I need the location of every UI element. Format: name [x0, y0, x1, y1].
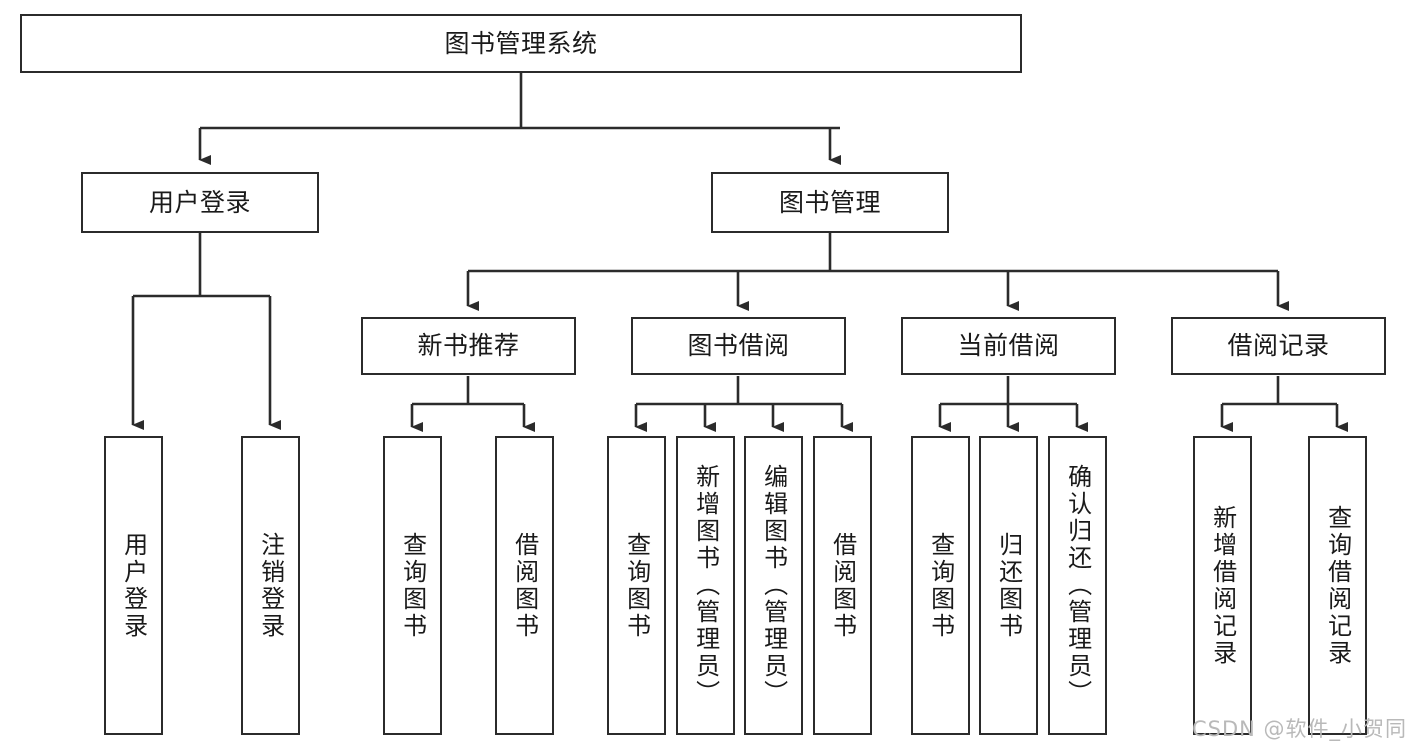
node-label: 查询图书: [622, 531, 651, 640]
node-label: 查询图书: [926, 531, 955, 640]
node-label: 注销登录: [256, 531, 285, 640]
node-label: 新增借阅记录: [1208, 504, 1237, 667]
node-label: 图书借阅: [687, 331, 790, 361]
node-label: 查询图书: [398, 531, 427, 640]
leaf-user-login-logout[interactable]: 注销登录: [241, 436, 300, 735]
node-new-book-recommend[interactable]: 新书推荐: [361, 317, 576, 375]
node-current-borrow[interactable]: 当前借阅: [901, 317, 1116, 375]
node-label: 借阅图书: [510, 531, 539, 640]
node-label: 新增图书（管理员）: [691, 464, 720, 707]
node-label: 借阅图书: [828, 531, 857, 640]
node-root-book-management-system[interactable]: 图书管理系统: [20, 14, 1022, 73]
leaf-current-borrow-return-books[interactable]: 归还图书: [979, 436, 1038, 735]
node-label: 借阅记录: [1227, 331, 1330, 361]
node-book-borrow[interactable]: 图书借阅: [631, 317, 846, 375]
leaf-new-book-query-books[interactable]: 查询图书: [383, 436, 442, 735]
leaf-current-borrow-confirm-return-admin[interactable]: 确认归还（管理员）: [1048, 436, 1107, 735]
leaf-book-borrow-borrow-books[interactable]: 借阅图书: [813, 436, 872, 735]
leaf-new-book-borrow-books[interactable]: 借阅图书: [495, 436, 554, 735]
node-user-login[interactable]: 用户登录: [81, 172, 319, 233]
node-label: 确认归还（管理员）: [1063, 464, 1092, 707]
leaf-book-borrow-query-books[interactable]: 查询图书: [607, 436, 666, 735]
node-label: 当前借阅: [957, 331, 1060, 361]
node-label: 新书推荐: [417, 331, 520, 361]
leaf-borrow-record-add-record[interactable]: 新增借阅记录: [1193, 436, 1252, 735]
node-label: 用户登录: [148, 187, 251, 217]
node-book-management[interactable]: 图书管理: [711, 172, 949, 233]
leaf-book-borrow-add-book-admin[interactable]: 新增图书（管理员）: [676, 436, 735, 735]
leaf-current-borrow-query-books[interactable]: 查询图书: [911, 436, 970, 735]
node-label: 图书管理系统: [444, 28, 598, 58]
leaf-book-borrow-edit-book-admin[interactable]: 编辑图书（管理员）: [744, 436, 803, 735]
node-borrow-record[interactable]: 借阅记录: [1171, 317, 1386, 375]
node-label: 图书管理: [778, 187, 881, 217]
node-label: 归还图书: [994, 531, 1023, 640]
leaf-borrow-record-query-record[interactable]: 查询借阅记录: [1308, 436, 1367, 735]
node-label: 用户登录: [119, 531, 148, 640]
node-label: 查询借阅记录: [1323, 504, 1352, 667]
node-label: 编辑图书（管理员）: [759, 464, 788, 707]
csdn-watermark: CSDN @软件_小贺同学: [1192, 717, 1405, 741]
leaf-user-login-login[interactable]: 用户登录: [104, 436, 163, 735]
